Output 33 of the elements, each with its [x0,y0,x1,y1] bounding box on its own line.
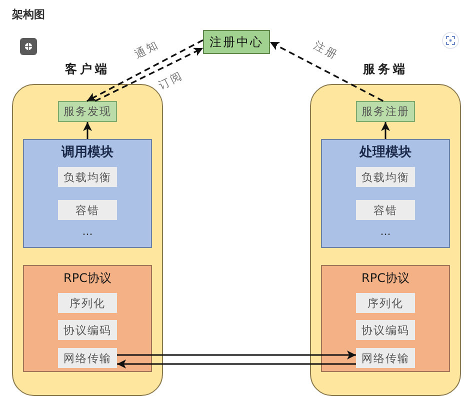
service-box: 服务发现 [58,101,117,122]
feature-box: 负载均衡 [356,167,415,187]
feature-box: 容错 [58,200,117,220]
arrow [117,350,356,360]
arrow [381,122,390,139]
arrow [117,360,356,368]
feature-box: 负载均衡 [58,167,117,187]
page-title: 架构图 [12,8,45,22]
feature-box: 网络传输 [58,348,117,368]
feature-box: 序列化 [58,293,117,313]
service-box: 服务注册 [356,101,415,122]
panel-heading: 服务端 [363,62,408,76]
dashed-arrow [94,47,204,102]
module-box [23,139,152,248]
panel-heading: 客户端 [65,62,110,76]
feature-box: 协议编码 [356,320,415,340]
arrow [83,122,92,139]
ellipsis-text: ... [380,226,391,237]
dashed-arrow [270,41,384,102]
registry-box: 注册中心 [203,30,270,54]
protocol-box [321,265,450,372]
block-title: RPC协议 [64,271,112,286]
block-title: 处理模块 [360,145,412,161]
protocol-box [23,265,152,372]
ellipsis-text: ... [82,226,93,237]
module-box [321,139,450,248]
dashed-arrow [86,39,204,102]
feature-box: 容错 [356,200,415,220]
feature-box: 网络传输 [356,348,415,368]
feature-box: 协议编码 [58,320,117,340]
block-title: RPC协议 [362,271,410,286]
feature-box: 序列化 [356,293,415,313]
block-title: 调用模块 [62,145,114,161]
